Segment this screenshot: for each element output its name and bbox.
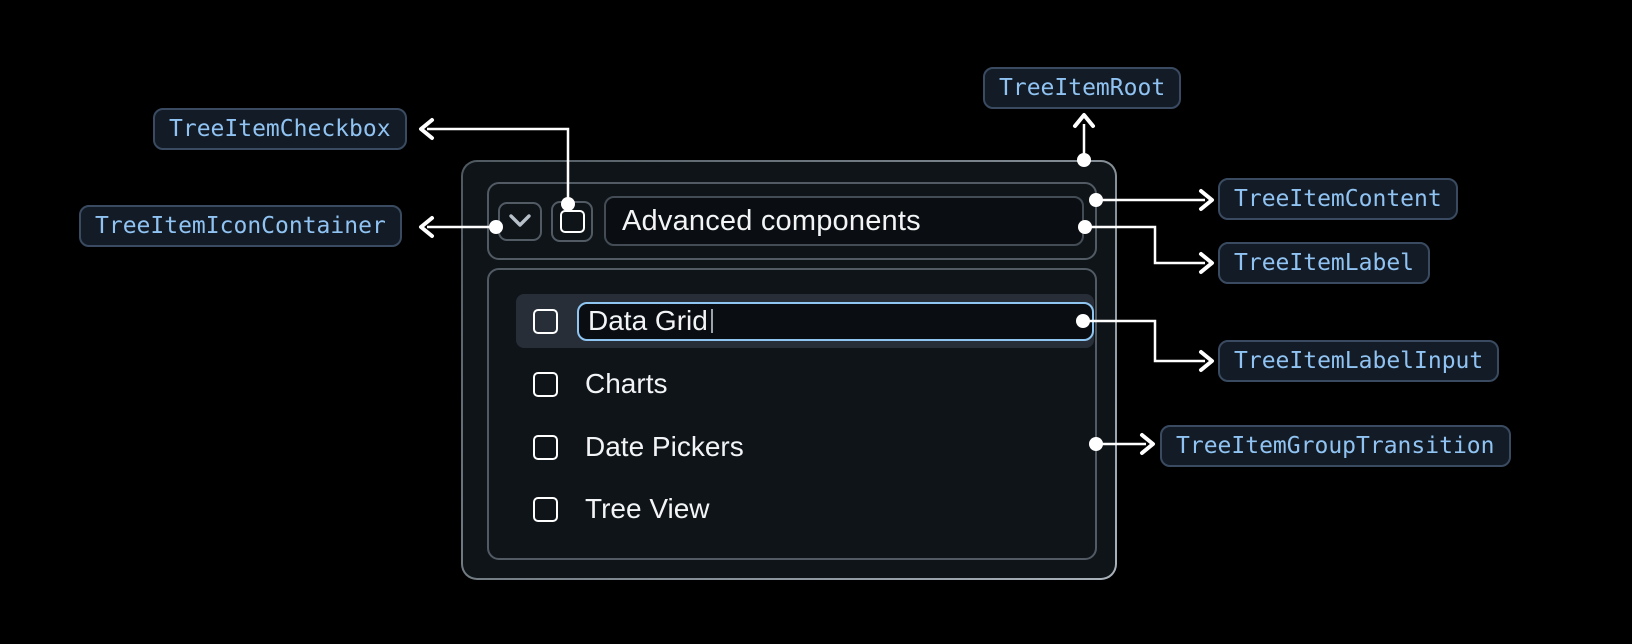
tree-row-editing[interactable]: Data Grid xyxy=(516,294,1094,348)
badge-tree-item-group-transition: TreeItemGroupTransition xyxy=(1160,425,1511,467)
badge-tree-item-label-input: TreeItemLabelInput xyxy=(1218,340,1500,382)
tree-item-label-input[interactable]: Data Grid xyxy=(577,301,1094,341)
tree-item-group-transition: Data Grid Charts Date Pickers Tree View xyxy=(487,268,1097,560)
tree-item-checkbox[interactable] xyxy=(551,200,593,242)
label-input-value: Data Grid xyxy=(588,305,708,336)
tree-row-label: Date Pickers xyxy=(585,431,744,462)
text-caret xyxy=(710,309,713,333)
checkbox-unchecked-icon xyxy=(559,209,585,233)
badge-tree-item-checkbox: TreeItemCheckbox xyxy=(153,108,407,150)
tree-row[interactable]: Tree View xyxy=(516,482,1094,536)
tree-item-root: Advanced components Data Grid Charts Dat… xyxy=(461,160,1117,580)
tree-row-label: Tree View xyxy=(585,493,710,524)
badge-tree-item-content: TreeItemContent xyxy=(1218,178,1458,220)
badge-tree-item-root: TreeItemRoot xyxy=(983,67,1182,109)
tree-item-label-text: Advanced components xyxy=(622,204,921,237)
badge-tree-item-label: TreeItemLabel xyxy=(1218,242,1431,284)
tree-item-label: Advanced components xyxy=(604,196,1084,246)
badge-tree-item-icon-container: TreeItemIconContainer xyxy=(79,205,402,247)
chevron-down-icon xyxy=(509,214,531,227)
checkbox-unchecked-icon[interactable] xyxy=(533,434,558,460)
tree-item-icon-container[interactable] xyxy=(498,201,542,241)
tree-row[interactable]: Date Pickers xyxy=(516,420,1094,474)
checkbox-unchecked-icon[interactable] xyxy=(533,496,558,522)
checkbox-unchecked-icon[interactable] xyxy=(533,308,558,334)
tree-item-content[interactable]: Advanced components xyxy=(487,182,1097,260)
tree-row-label: Charts xyxy=(585,368,668,399)
tree-row[interactable]: Charts xyxy=(516,357,1094,411)
checkbox-unchecked-icon[interactable] xyxy=(533,371,558,397)
